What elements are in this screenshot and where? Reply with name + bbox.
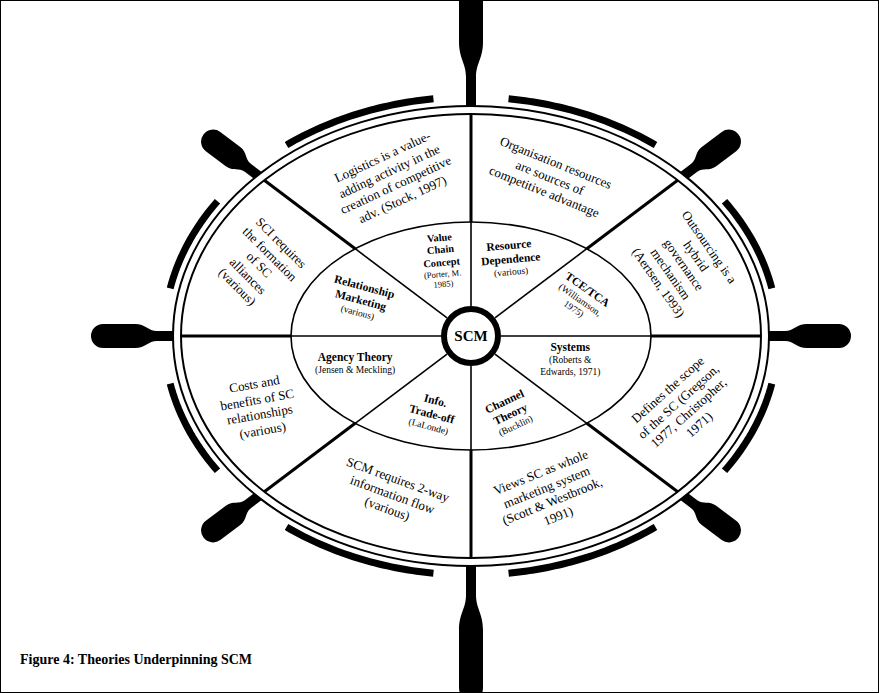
sector-divider [470, 222, 472, 306]
outer-sector: Defines the scope of the SC (Gregson, 19… [621, 346, 746, 468]
sector-divider [501, 335, 651, 337]
citation: (Porter, M. 1985) [422, 268, 465, 292]
sector-divider [470, 366, 472, 450]
figure-caption: Figure 4: Theories Underpinning SCM [20, 652, 252, 668]
theory-sector: Relationship Marketing(various) [321, 269, 402, 329]
sector-text: Defines the scope of the SC (Gregson, 19… [624, 349, 744, 466]
theory-sector: TCE/TCA(Williamson, 1975) [547, 267, 615, 332]
wheel-handle [91, 324, 179, 348]
citation: (Jensen & Meckling) [315, 365, 396, 376]
theory-name: Value Chain Concept [419, 231, 463, 272]
theory-sector: Systems(Roberts & Edwards, 1971) [537, 339, 604, 380]
rim-outer [173, 106, 769, 566]
hub-circle: SCM [441, 306, 501, 366]
theory-ring [291, 222, 651, 450]
wheel-handle [763, 324, 851, 348]
wheel-handle [459, 0, 483, 112]
spoke-divider [651, 335, 761, 338]
outer-sector: Views SC as whole marketing system (Scot… [480, 440, 619, 548]
outer-sector: Costs and benefits of SC relationships (… [214, 368, 303, 447]
outer-sector: SCM requires 2-way information flow (var… [326, 449, 459, 539]
sector-divider [291, 335, 441, 337]
theory-name: Agency Theory [315, 351, 396, 365]
theory-name: Systems [539, 341, 602, 355]
sector-text: Costs and benefits of SC relationships (… [216, 370, 301, 444]
theory-sector: Resource Dependence(various) [477, 234, 543, 282]
theory-sector: Agency Theory(Jensen & Meckling) [313, 349, 398, 378]
sector-text: SCI requires the formation of SC allianc… [205, 211, 312, 318]
sector-text: Outsourcing is a hybrid governance mecha… [627, 207, 741, 323]
wheel-handle [459, 560, 483, 693]
outer-sector: Logistics is a value-adding activity in … [320, 121, 465, 236]
rim-inner [181, 114, 761, 558]
spoke-divider [181, 335, 291, 338]
theory-sector: Value Chain Concept(Porter, M. 1985) [416, 229, 466, 294]
outer-sector: SCI requires the formation of SC allianc… [202, 208, 315, 321]
spoke-divider [470, 450, 473, 558]
sector-text: Logistics is a value-adding activity in … [322, 123, 462, 232]
sector-text: SCM requires 2-way information flow (var… [328, 452, 456, 537]
spoke-divider [470, 114, 473, 222]
hub-label: SCM [454, 327, 487, 345]
outer-sector: Outsourcing is a hybrid governance mecha… [624, 204, 743, 326]
theory-name: Resource Dependence [479, 236, 539, 269]
citation: (Roberts & Edwards, 1971) [539, 355, 602, 378]
theory-sector: Channel Theory(Bucklin) [476, 383, 543, 445]
sector-text: Organisation resources are sources of co… [484, 133, 615, 222]
outer-sector: Organisation resources are sources of co… [482, 131, 618, 225]
theory-sector: Info. Trade-off(LaLonde) [400, 386, 463, 441]
sector-text: Views SC as whole marketing system (Scot… [483, 443, 617, 545]
